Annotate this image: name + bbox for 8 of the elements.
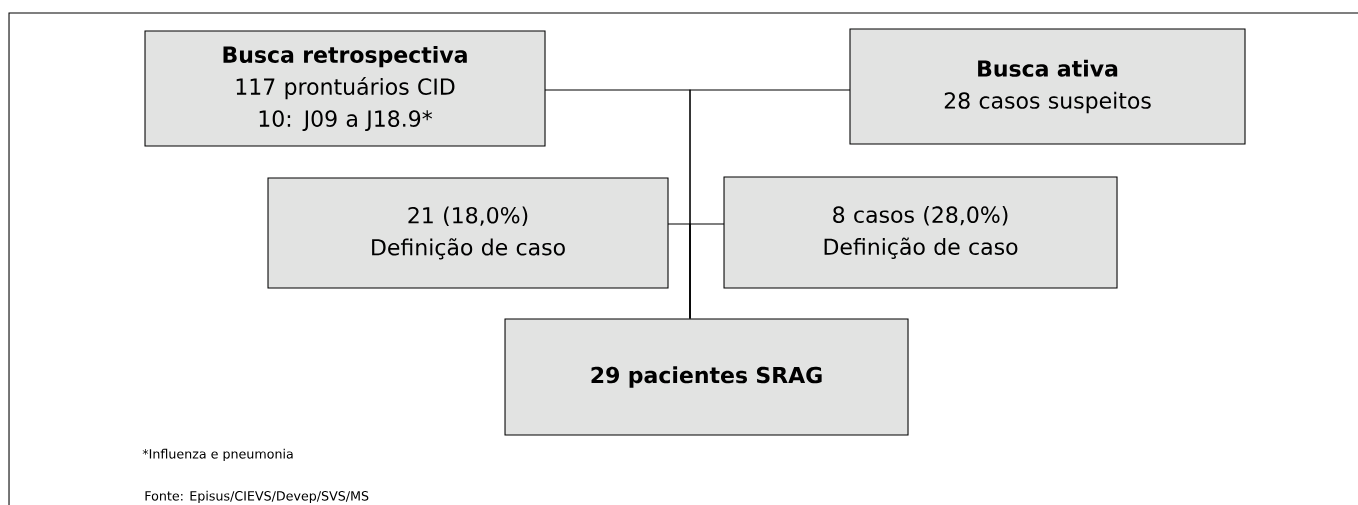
- footnote: *Influenza e pneumonia: [142, 448, 293, 462]
- process-box: Busca retrospectiva 117 prontuários CID 10: J09 a J18.9*: [144, 30, 546, 147]
- process-box: 8 casos (28,0%) Definição de caso: [723, 176, 1118, 289]
- process-box: 29 pacientes SRAG: [504, 318, 909, 436]
- process-box: 21 (18,0%) Definição de caso: [267, 177, 669, 289]
- source-note: Fonte: Episus/CIEVS/Devep/SVS/MS: [145, 490, 369, 504]
- connector-line: [689, 223, 725, 319]
- process-box: Busca ativa 28 casos suspeitos: [849, 28, 1246, 145]
